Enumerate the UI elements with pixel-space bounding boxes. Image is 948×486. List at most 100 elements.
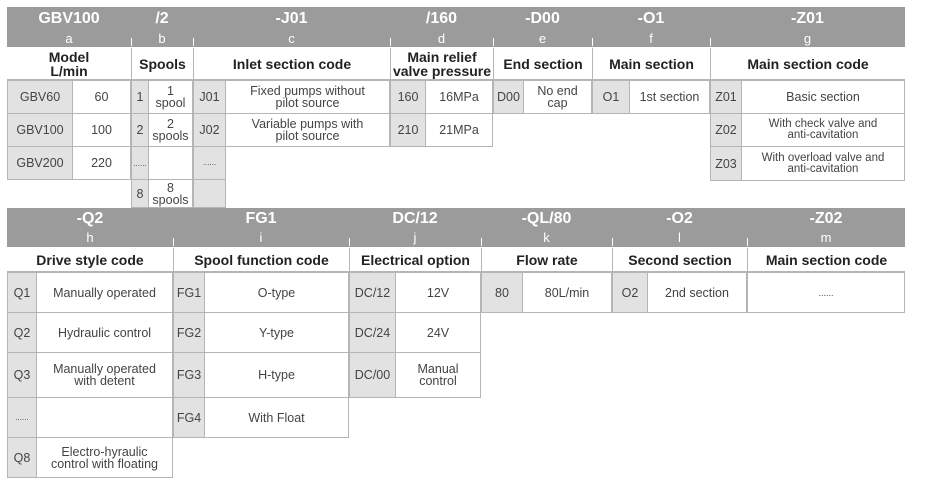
divider-tick	[710, 38, 711, 46]
inlet-value: Fixed pumps without pilot source	[225, 80, 390, 114]
letter-a: a	[65, 31, 73, 46]
inlet-code-empty	[193, 179, 226, 208]
main-section-code: Z02	[710, 113, 742, 147]
divider-tick	[349, 238, 350, 246]
letter-k: k	[543, 230, 550, 245]
header-end: End section	[493, 48, 592, 80]
spool-fn-code: FG4	[173, 397, 205, 438]
main-section-value: With overload valve and anti-cavitation	[741, 146, 905, 181]
drive-value: Hydraulic control	[36, 312, 173, 353]
main-code-2-value: ......	[747, 272, 905, 313]
spools-value: 2 spools	[148, 113, 193, 147]
spool-fn-value: Y-type	[204, 312, 349, 353]
letter-b: b	[158, 31, 166, 46]
spools-value	[148, 146, 193, 180]
relief-code: 210	[390, 113, 426, 147]
model-code: GBV100	[7, 113, 73, 147]
header-main: Main section	[592, 48, 710, 80]
inlet-value: Variable pumps with pilot source	[225, 113, 390, 147]
drive-code: Q1	[7, 272, 37, 313]
letter-i: i	[259, 230, 263, 245]
header-flow: Flow rate	[481, 248, 612, 272]
main-code: O1	[592, 80, 630, 114]
model-code: GBV200	[7, 146, 73, 180]
letter-m: m	[820, 230, 832, 245]
spool-fn-value: With Float	[204, 397, 349, 438]
electrical-code: DC/00	[349, 352, 396, 398]
second-value: 2nd section	[647, 272, 747, 313]
header-electrical: Electrical option	[349, 248, 481, 272]
spool-fn-code: FG2	[173, 312, 205, 353]
code-f: -O1	[637, 10, 665, 27]
drive-value: Manually operated with detent	[36, 352, 173, 398]
spool-fn-code: FG3	[173, 352, 205, 398]
code-c: -J01	[275, 10, 308, 27]
divider-tick	[481, 238, 482, 246]
header-spools: Spools	[131, 48, 193, 80]
spool-fn-code: FG1	[173, 272, 205, 313]
electrical-value: 24V	[395, 312, 481, 353]
divider-tick	[390, 38, 391, 46]
letter-e: e	[538, 31, 547, 46]
bottom-code-band	[7, 208, 905, 247]
drive-code: Q3	[7, 352, 37, 398]
flow-value: 80L/min	[522, 272, 612, 313]
model-value: 220	[72, 146, 131, 180]
code-h: -Q2	[76, 210, 104, 227]
top-code-band	[7, 7, 905, 47]
main-section-code: Z03	[710, 146, 742, 181]
electrical-value: 12V	[395, 272, 481, 313]
letter-l: l	[678, 230, 681, 245]
relief-value: 16MPa	[425, 80, 493, 114]
end-code: D00	[493, 80, 524, 114]
second-code: O2	[612, 272, 648, 313]
code-l: -O2	[666, 210, 693, 227]
electrical-code: DC/12	[349, 272, 396, 313]
code-e: -D00	[525, 10, 560, 27]
end-value: No end cap	[523, 80, 592, 114]
code-k: -QL/80	[521, 210, 572, 227]
code-i: FG1	[245, 210, 277, 227]
main-section-value: Basic section	[741, 80, 905, 114]
main-value: 1st section	[629, 80, 710, 114]
spools-code: ......	[131, 146, 149, 180]
code-j: DC/12	[392, 210, 438, 227]
model-value: 60	[72, 80, 131, 114]
drive-value: Electro-hyraulic control with floating	[36, 437, 173, 478]
spools-value: 1 spool	[148, 80, 193, 114]
main-section-value: With check valve and anti-cavitation	[741, 113, 905, 147]
inlet-code: J01	[193, 80, 226, 114]
main-section-code: Z01	[710, 80, 742, 114]
header-spool-function: Spool function code	[173, 248, 349, 272]
spool-fn-value: O-type	[204, 272, 349, 313]
spools-code: 1	[131, 80, 149, 114]
drive-code: Q2	[7, 312, 37, 353]
header-second: Second section	[612, 248, 747, 272]
divider-tick	[747, 238, 748, 246]
divider-tick	[131, 38, 132, 46]
electrical-code: DC/24	[349, 312, 396, 353]
divider-tick	[193, 38, 194, 46]
code-m: -Z02	[809, 210, 843, 227]
header-drive: Drive style code	[7, 248, 173, 272]
model-code: GBV60	[7, 80, 73, 114]
letter-c: c	[288, 31, 295, 46]
flow-code: 80	[481, 272, 523, 313]
letter-f: f	[649, 31, 653, 46]
code-a: GBV100	[38, 10, 100, 27]
header-main-code-2: Main section code	[747, 248, 905, 272]
letter-h: h	[86, 230, 94, 245]
model-value: 100	[72, 113, 131, 147]
spool-fn-value: H-type	[204, 352, 349, 398]
drive-value	[36, 397, 173, 438]
spools-code: 2	[131, 113, 149, 147]
divider-tick	[592, 38, 593, 46]
code-d: /160	[425, 10, 458, 27]
spools-code: 8	[131, 179, 149, 208]
header-inlet: Inlet section code	[193, 48, 390, 80]
header-model: Model L/min	[7, 48, 131, 80]
code-g: -Z01	[791, 10, 824, 27]
code-b: /2	[155, 10, 169, 27]
header-main-code: Main section code	[710, 48, 905, 80]
inlet-code: J02	[193, 113, 226, 147]
